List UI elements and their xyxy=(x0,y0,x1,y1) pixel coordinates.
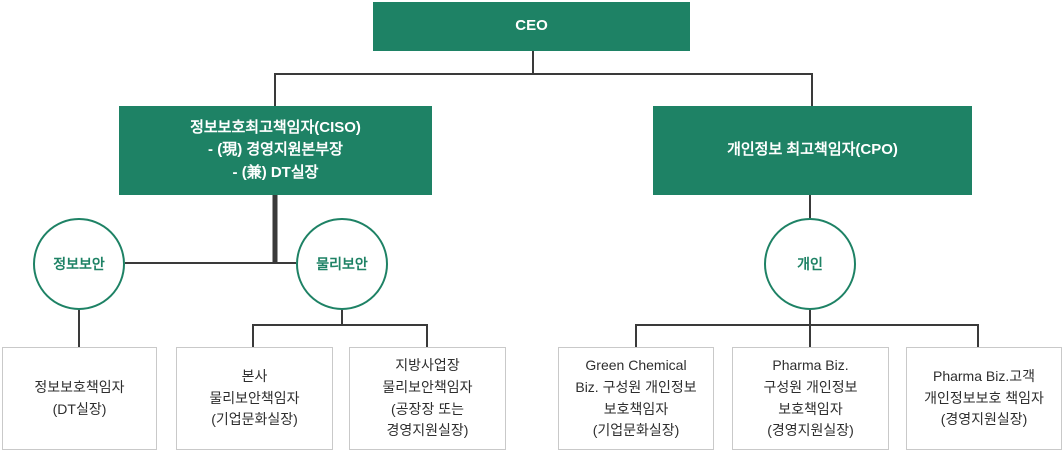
leaf-line: 물리보안책임자 xyxy=(209,389,300,406)
leaf-line: 지방사업장 xyxy=(395,357,460,374)
ciso-node: 정보보호최고책임자(CISO) - (現) 경영지원본부장 - (兼) DT실장 xyxy=(119,106,432,195)
personal-info-circle: 개인 xyxy=(764,218,856,310)
info-security-label: 정보보안 xyxy=(53,256,105,272)
leaf-line: (기업문화실장) xyxy=(592,422,680,439)
leaf-line: 보호책임자 xyxy=(778,400,843,417)
leaf-line: 개인정보보호 책임자 xyxy=(924,389,1044,406)
cpo-node: 개인정보 최고책임자(CPO) xyxy=(653,106,972,195)
leaf-line: (경영지원실장) xyxy=(767,422,854,439)
physical-security-circle: 물리보안 xyxy=(296,218,388,310)
leaf-line: 보호책임자 xyxy=(603,400,669,417)
leaf-line: Green Chemical xyxy=(585,357,687,374)
info-security-circle: 정보보안 xyxy=(33,218,125,310)
leaf-box-green-chemical: Green Chemical Biz. 구성원 개인정보 보호책임자 (기업문화… xyxy=(558,347,714,450)
ciso-title: 정보보호최고책임자(CISO) xyxy=(190,118,361,136)
leaf-line: 구성원 개인정보 xyxy=(763,378,858,395)
leaf-box-regional-physical: 지방사업장 물리보안책임자 (공장장 또는 경영지원실장) xyxy=(349,347,506,450)
leaf-line: 정보보호책임자 xyxy=(34,378,125,395)
ceo-label: CEO xyxy=(515,17,548,35)
leaf-line: 경영지원실장) xyxy=(386,422,469,439)
leaf-box-pharma-member: Pharma Biz. 구성원 개인정보 보호책임자 (경영지원실장) xyxy=(732,347,889,450)
ciso-subline-2: - (兼) DT실장 xyxy=(232,163,319,181)
cpo-label: 개인정보 최고책임자(CPO) xyxy=(727,141,898,159)
leaf-line: (DT실장) xyxy=(52,400,107,417)
leaf-line: 본사 xyxy=(241,367,268,384)
leaf-line: (공장장 또는 xyxy=(391,400,464,417)
leaf-line: Pharma Biz.고객 xyxy=(932,367,1035,384)
leaf-box-hq-physical: 본사 물리보안책임자 (기업문화실장) xyxy=(176,347,333,450)
ceo-node: CEO xyxy=(373,2,690,51)
leaf-line: (기업문화실장) xyxy=(211,411,298,428)
leaf-box-dt-officer: 정보보호책임자 (DT실장) xyxy=(2,347,157,450)
ciso-subline-1: - (現) 경영지원본부장 xyxy=(208,141,343,159)
leaf-line: Biz. 구성원 개인정보 xyxy=(575,378,697,395)
physical-security-label: 물리보안 xyxy=(316,256,368,272)
leaf-line: 물리보안책임자 xyxy=(382,378,473,395)
leaf-line: (경영지원실장) xyxy=(940,411,1028,428)
personal-info-label: 개인 xyxy=(797,256,823,272)
leaf-line: Pharma Biz. xyxy=(772,357,849,374)
leaf-box-pharma-customer: Pharma Biz.고객 개인정보보호 책임자 (경영지원실장) xyxy=(906,347,1062,450)
